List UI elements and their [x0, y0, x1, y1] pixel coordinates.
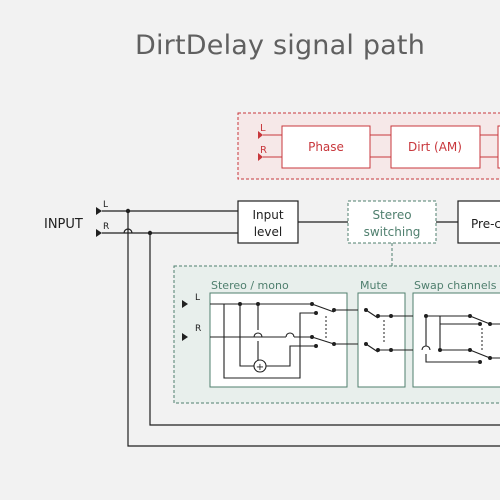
- pre-block: Pre-c: [457, 200, 500, 244]
- mute-box: [357, 292, 406, 388]
- input-r-arrow: [96, 229, 102, 237]
- input-level-line1: Input: [252, 208, 283, 222]
- dirt-block-label: Dirt (AM): [408, 140, 462, 154]
- input-r-label: R: [103, 222, 109, 232]
- svg-text:+: +: [256, 362, 264, 373]
- input-l-label: L: [103, 200, 108, 210]
- sub-l-label: L: [195, 293, 200, 303]
- input-label: INPUT: [44, 217, 83, 232]
- phase-block: [281, 125, 371, 169]
- stereo-mono-label: Stereo / mono: [211, 279, 289, 292]
- input-l-arrow: [96, 207, 102, 215]
- dirt-block: [390, 125, 481, 169]
- dirt-group: L R Phase Dirt (AM): [237, 112, 500, 180]
- input-section: INPUT L R: [44, 200, 500, 447]
- dirt-label-r: R: [260, 145, 267, 156]
- input-level-block: Input level: [237, 200, 299, 244]
- dirt-arrow-r: [258, 153, 263, 161]
- pre-label: Pre-c: [471, 217, 500, 231]
- swap-channels-box: [412, 292, 500, 388]
- swap-channels-label: Swap channels: [414, 279, 497, 292]
- stereo-mono-box: [209, 292, 348, 388]
- phase-label: Phase: [308, 140, 344, 154]
- dirt-next-block: [497, 125, 500, 169]
- stereo-switching-line2: switching: [364, 225, 421, 239]
- dirt-label-l: L: [260, 123, 266, 134]
- diagram-title: DirtDelay signal path: [134, 30, 426, 61]
- mute-label: Mute: [360, 279, 388, 292]
- stereo-switching-line1: Stereo: [372, 208, 411, 222]
- dirt-arrow-l: [258, 131, 263, 139]
- sub-r-label: R: [195, 324, 201, 334]
- stereo-switching-block: Stereo switching: [347, 200, 437, 266]
- sum-node-icon: [253, 359, 267, 373]
- stereo-switching-detail: Stereo / mono Mute Swap channels L R: [173, 265, 500, 404]
- input-level-line2: level: [254, 225, 283, 239]
